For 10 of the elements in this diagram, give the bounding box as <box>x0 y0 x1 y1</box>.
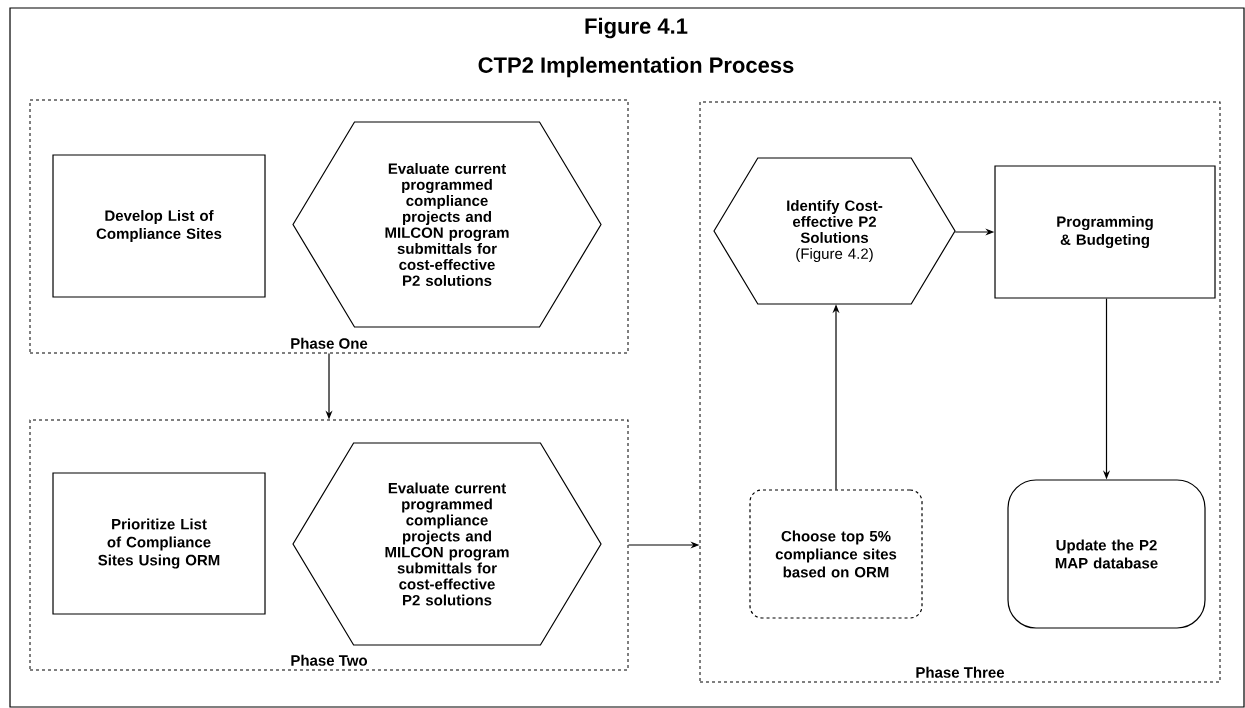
process-hexagon: Identify Cost-effective P2 Solutions (Figure 4.2) <box>713 157 956 305</box>
process-box: Develop List of Compliance Sites <box>52 154 266 298</box>
process-hexagon: Evaluate current programmed compliance projects and MILCON program submittals for cost-effective P2 solutions <box>292 121 602 328</box>
terminal-box: Update the P2 MAP database <box>1007 479 1206 629</box>
process-box: Prioritize List of Compliance Sites Using ORM <box>52 472 266 615</box>
process-hexagon: Evaluate current programmed compliance projects and MILCON program submittals for cost-effective P2 solutions <box>292 442 602 646</box>
subtitle: CTP2 Implementation Process <box>478 56 794 78</box>
process-box: Programming & Budgeting <box>994 165 1216 299</box>
title: Figure 4.1 <box>585 17 688 39</box>
dashed-rounded-box: Choose top 5% compliance sites based on ORM <box>749 489 923 619</box>
